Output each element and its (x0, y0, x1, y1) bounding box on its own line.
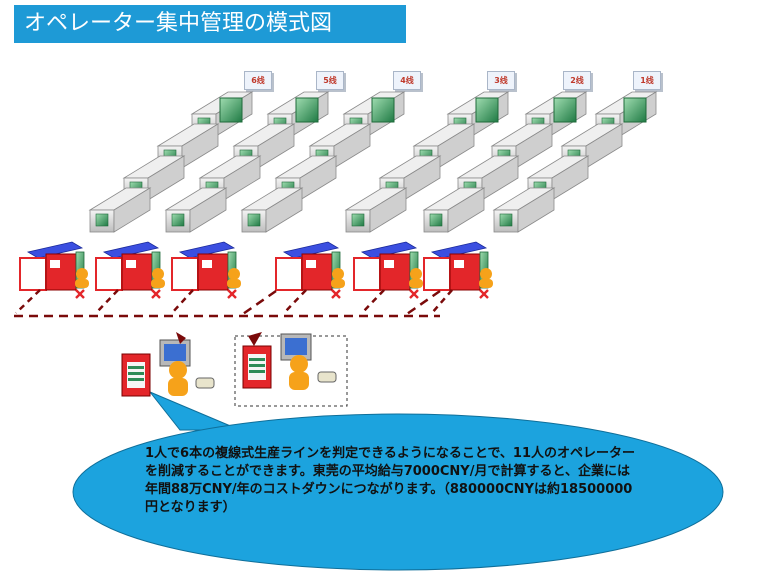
machine-icon (164, 187, 228, 233)
operator-icon (75, 268, 89, 288)
machine-icon (422, 187, 486, 233)
line-label-6: 6线 (244, 71, 272, 90)
production-line-2 (353, 91, 588, 299)
cross-icon (409, 289, 419, 299)
cross-icon (151, 289, 161, 299)
machine-icon (553, 97, 577, 123)
cross-icon (227, 289, 237, 299)
callout-text: 1人で6本の複線式生産ラインを判定できるようになることで、11人のオペレーターを… (145, 446, 636, 515)
control-station-right (234, 332, 348, 407)
server-icon (121, 353, 151, 397)
production-line-1 (423, 91, 658, 299)
server-icon (242, 345, 272, 389)
page-title: オペレーター集中管理の模式図 (14, 5, 406, 43)
operator-icon (227, 268, 241, 288)
machine-icon (240, 187, 304, 233)
machine-icon (623, 97, 647, 123)
machine-icon (371, 97, 395, 123)
machine-icon (344, 187, 408, 233)
line-label-4: 4线 (393, 71, 421, 90)
operator-icon (331, 268, 345, 288)
callout-bubble (72, 391, 724, 571)
cross-icon (331, 289, 341, 299)
machine-icon (219, 97, 243, 123)
station-drops (15, 289, 453, 314)
production-line-6 (19, 91, 254, 299)
line-label-3: 3线 (487, 71, 515, 90)
inspection-station (171, 241, 237, 291)
operator-icon (479, 268, 493, 288)
control-station-left (121, 332, 215, 397)
production-line-4 (171, 91, 406, 299)
inspection-station (423, 241, 489, 291)
operator-icon (168, 361, 188, 396)
cross-icon (479, 289, 489, 299)
production-line-3 (275, 91, 510, 299)
operator-icon (409, 268, 423, 288)
production-line-5 (95, 91, 330, 299)
inspection-station (353, 241, 419, 291)
phone-icon (195, 377, 215, 389)
operator-icon (289, 355, 309, 390)
cross-icon (75, 289, 85, 299)
line-label-5: 5线 (316, 71, 344, 90)
phone-icon (317, 371, 337, 383)
machine-icon (475, 97, 499, 123)
line-label-1: 1线 (633, 71, 661, 90)
line-label-2: 2线 (563, 71, 591, 90)
inspection-station (275, 241, 341, 291)
machine-icon (295, 97, 319, 123)
operator-icon (151, 268, 165, 288)
inspection-station (95, 241, 161, 291)
connection-lines (14, 289, 441, 318)
inspection-station (19, 241, 85, 291)
machine-icon (88, 187, 152, 233)
machine-icon (492, 187, 556, 233)
